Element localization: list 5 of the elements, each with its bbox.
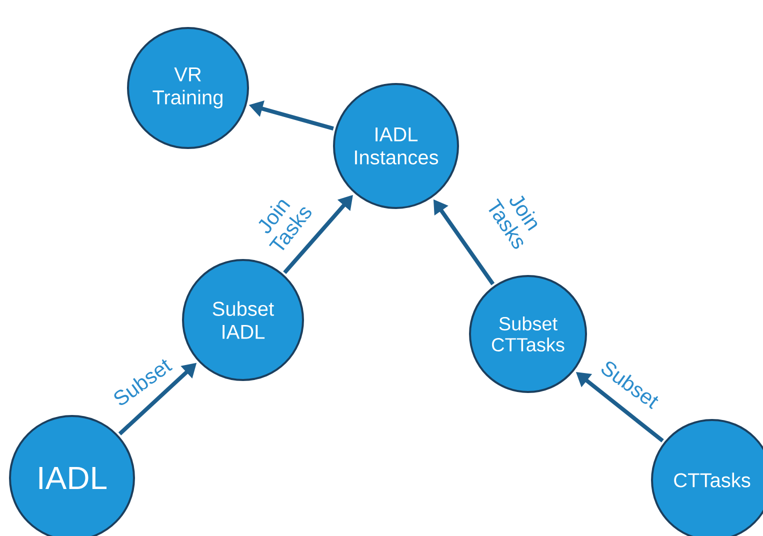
circle-node: IADL Instances	[333, 83, 459, 209]
circle-node: Subset IADL	[182, 259, 304, 381]
circle-node: Subset CTTasks	[469, 275, 587, 393]
circle-node: VR Training	[127, 27, 249, 149]
circle-node: CTTasks	[651, 419, 763, 536]
